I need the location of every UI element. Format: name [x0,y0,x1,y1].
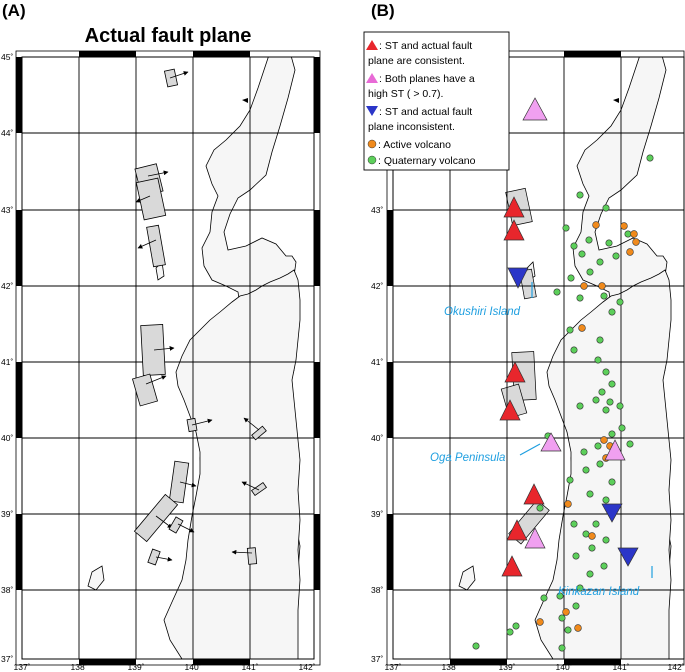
panel-a-label: (A) [2,1,26,20]
faint-fault-planes [500,187,550,545]
svg-text:142˚: 142˚ [667,662,684,672]
okushiri-label: Okushiri Island [444,306,521,318]
fault-plane [137,224,166,268]
svg-text:137˚: 137˚ [13,662,30,672]
legend-red-triangle [366,40,378,50]
svg-text:41˚: 41˚ [1,357,13,367]
svg-text:41˚: 41˚ [371,357,383,367]
svg-text:39˚: 39˚ [371,509,383,519]
legend: : ST and actual fault plane are consiste… [363,31,510,171]
svg-text:: Quaternary volcano: : Quaternary volcano [378,155,476,167]
svg-text:43˚: 43˚ [1,205,13,215]
svg-text:37˚: 37˚ [1,654,13,664]
st-triangles [499,97,639,577]
red-up-triangle [501,555,523,577]
svg-text:141˚: 141˚ [241,662,258,672]
lon-ticks-a: 137˚ 138˚ 139˚ 140˚ 141˚ 142˚ [13,662,315,672]
panel-b-label: (B) [371,1,395,20]
red-up-triangle [523,483,545,505]
svg-text:138˚: 138˚ [70,662,87,672]
svg-text:142˚: 142˚ [298,662,315,672]
pink-up-triangle [522,97,548,121]
svg-text:140˚: 140˚ [184,662,201,672]
pink-up-triangle [604,439,626,461]
red-up-triangle [499,399,521,421]
fault-plane [140,324,175,376]
fault-plane [231,547,258,565]
svg-text:44˚: 44˚ [1,128,13,138]
legend-green-dot [367,155,377,165]
svg-text:: ST and actual fault: : ST and actual fault [379,40,472,52]
lat-ticks-a: 45˚ 44˚ 43˚ 42˚ 41˚ 40˚ 39˚ 38˚ 37˚ [1,52,13,664]
svg-text:plane inconsistent.: plane inconsistent. [368,121,455,133]
svg-text:high ST ( > 0.7).: high ST ( > 0.7). [368,88,443,100]
svg-text:40˚: 40˚ [1,433,13,443]
svg-text:: Active volcano: : Active volcano [378,139,451,151]
blue-down-triangle [601,503,623,523]
svg-text:139˚: 139˚ [127,662,144,672]
svg-text:138˚: 138˚ [441,662,458,672]
svg-text:140˚: 140˚ [555,662,572,672]
fault-plane [163,68,189,88]
svg-text:42˚: 42˚ [1,281,13,291]
svg-text:40˚: 40˚ [371,433,383,443]
fault-plane [168,516,195,534]
pink-up-triangle [540,432,562,452]
red-up-triangle [506,519,528,541]
quaternary-volcanoes [472,154,654,652]
fault-plane [135,177,167,221]
pink-up-triangle [524,527,546,549]
svg-text:38˚: 38˚ [1,585,13,595]
svg-text:42˚: 42˚ [371,281,383,291]
oga-label: Oga Peninsula [430,452,505,464]
place-labels: Okushiri Island Oga Peninsula Kinkazan I… [430,282,653,598]
blue-down-triangle [617,547,639,567]
svg-text:141˚: 141˚ [612,662,629,672]
panel-a-title: Actual fault plane [85,25,252,47]
svg-text:38˚: 38˚ [371,585,383,595]
svg-text:plane are consistent.: plane are consistent. [368,55,465,67]
svg-text:: Both planes have a: : Both planes have a [379,73,475,85]
fault-plane [241,481,268,497]
svg-text:37˚: 37˚ [371,654,383,664]
lon-ticks-b: 137˚ 138˚ 139˚ 140˚ 141˚ 142˚ [384,662,684,672]
blue-down-triangle [507,267,529,289]
svg-text:137˚: 137˚ [384,662,401,672]
lat-ticks-b: 44˚ 43˚ 42˚ 41˚ 40˚ 39˚ 38˚ 37˚ [371,128,383,664]
coastline-a [87,57,301,659]
svg-text:45˚: 45˚ [1,52,13,62]
legend-blue-triangle [366,106,378,116]
legend-orange-dot [367,139,377,149]
red-up-triangle [503,196,525,218]
svg-text:139˚: 139˚ [498,662,515,672]
red-up-triangle [503,219,525,241]
kinkazan-label: Kinkazan Island [558,586,640,598]
svg-text:39˚: 39˚ [1,509,13,519]
fault-plane [186,417,213,433]
fault-plane [147,548,173,566]
fault-plane [131,373,167,407]
fault-plane [168,460,197,504]
legend-pink-triangle [366,73,378,83]
panel-b: (B) [363,1,685,672]
fault-plane [243,417,267,441]
fault-plane [133,493,179,543]
fault-planes [131,68,268,566]
red-up-triangle [504,361,526,383]
svg-text:43˚: 43˚ [371,205,383,215]
volcanoes [472,154,654,652]
panel-a: (A) [1,1,321,672]
svg-text:: ST and actual fault: : ST and actual fault [379,106,472,118]
